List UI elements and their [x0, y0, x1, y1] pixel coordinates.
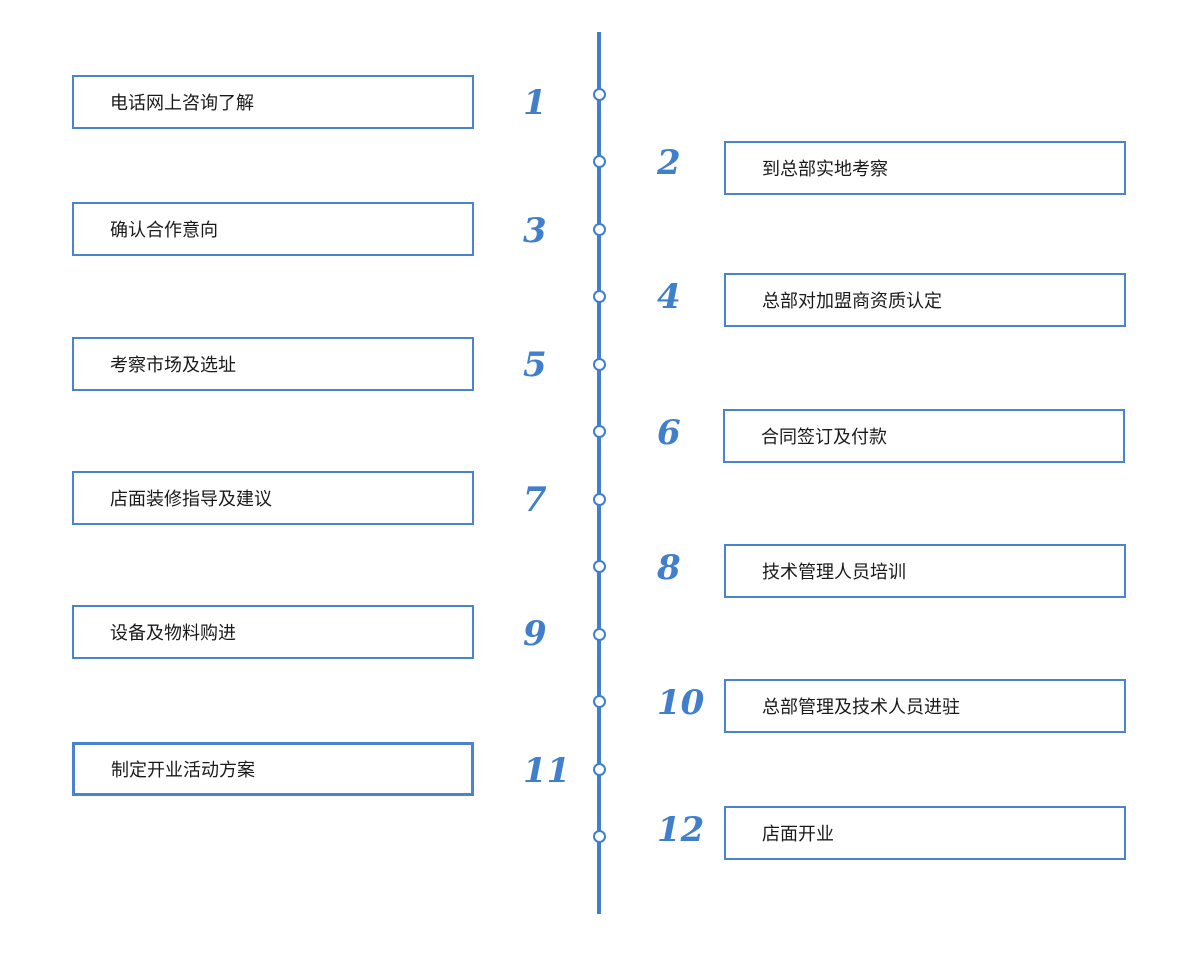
step-box: 到总部实地考察 [724, 141, 1126, 195]
step-number: 11 [523, 751, 571, 791]
timeline-node [593, 493, 606, 506]
step-box: 考察市场及选址 [72, 337, 474, 391]
step-number: 8 [657, 548, 681, 588]
timeline-node [593, 88, 606, 101]
step-number: 6 [657, 413, 681, 453]
step-box: 制定开业活动方案 [72, 742, 474, 796]
timeline-node [593, 358, 606, 371]
step-number: 3 [523, 211, 547, 251]
step-box: 总部对加盟商资质认定 [724, 273, 1126, 327]
step-number: 5 [523, 345, 547, 385]
step-box: 设备及物料购进 [72, 605, 474, 659]
step-number: 10 [657, 683, 705, 723]
step-number: 4 [657, 277, 681, 317]
step-number: 7 [523, 480, 547, 520]
step-box: 合同签订及付款 [723, 409, 1125, 463]
step-box: 确认合作意向 [72, 202, 474, 256]
timeline-node [593, 695, 606, 708]
step-box: 电话网上咨询了解 [72, 75, 474, 129]
timeline-node [593, 830, 606, 843]
step-box: 技术管理人员培训 [724, 544, 1126, 598]
timeline-node [593, 560, 606, 573]
step-number: 9 [523, 614, 547, 654]
timeline-node [593, 223, 606, 236]
timeline-node [593, 425, 606, 438]
step-box: 总部管理及技术人员进驻 [724, 679, 1126, 733]
step-box: 店面装修指导及建议 [72, 471, 474, 525]
step-number: 2 [657, 143, 681, 183]
step-number: 1 [523, 83, 547, 123]
timeline-node [593, 290, 606, 303]
timeline-node [593, 628, 606, 641]
timeline-line [597, 32, 601, 914]
timeline-node [593, 155, 606, 168]
step-box: 店面开业 [724, 806, 1126, 860]
step-number: 12 [657, 810, 705, 850]
timeline-node [593, 763, 606, 776]
